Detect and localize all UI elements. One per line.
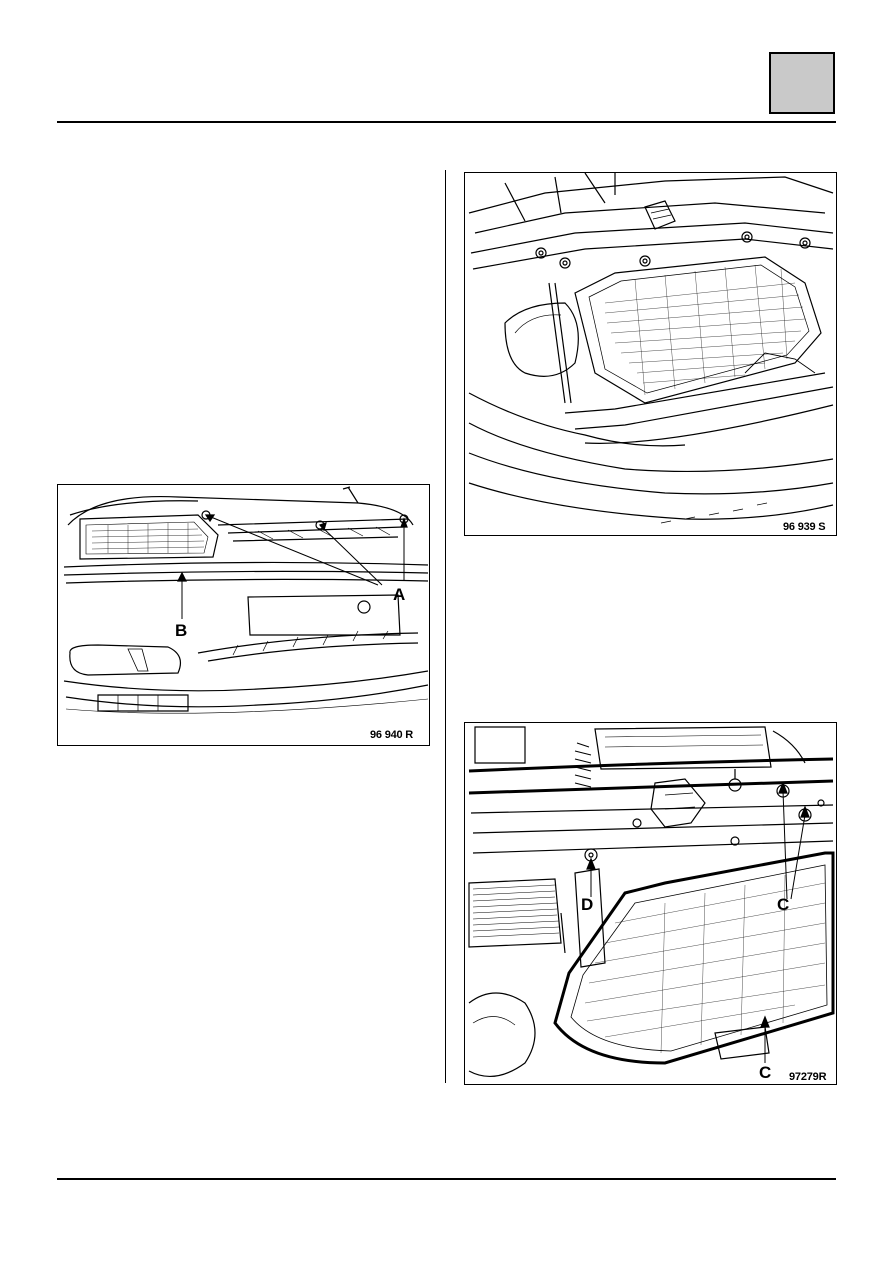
figure-reference: 96 939 S [783,521,826,533]
column-divider [445,170,446,1083]
figure-headlamp-removed: 96 939 S [464,172,837,536]
headlamp-fixings-illustration [468,726,835,1078]
footer-rule [57,1178,836,1180]
front-bumper-illustration [63,486,429,714]
figure-front-bumper: A B 96 940 R [57,484,430,746]
section-tab [769,52,835,114]
header-rule [57,121,836,123]
figure-headlamp-fixings: D C C 97279R [464,722,837,1085]
headlamp-removed-illustration [468,173,834,524]
callout-a: A [393,585,406,604]
callout-c-bottom: C [759,1063,772,1082]
figure-reference: 97279R [789,1071,827,1083]
callout-d: D [581,895,594,914]
callout-b: B [175,621,188,640]
figure-reference: 96 940 R [370,729,414,741]
callout-c-top: C [777,895,790,914]
